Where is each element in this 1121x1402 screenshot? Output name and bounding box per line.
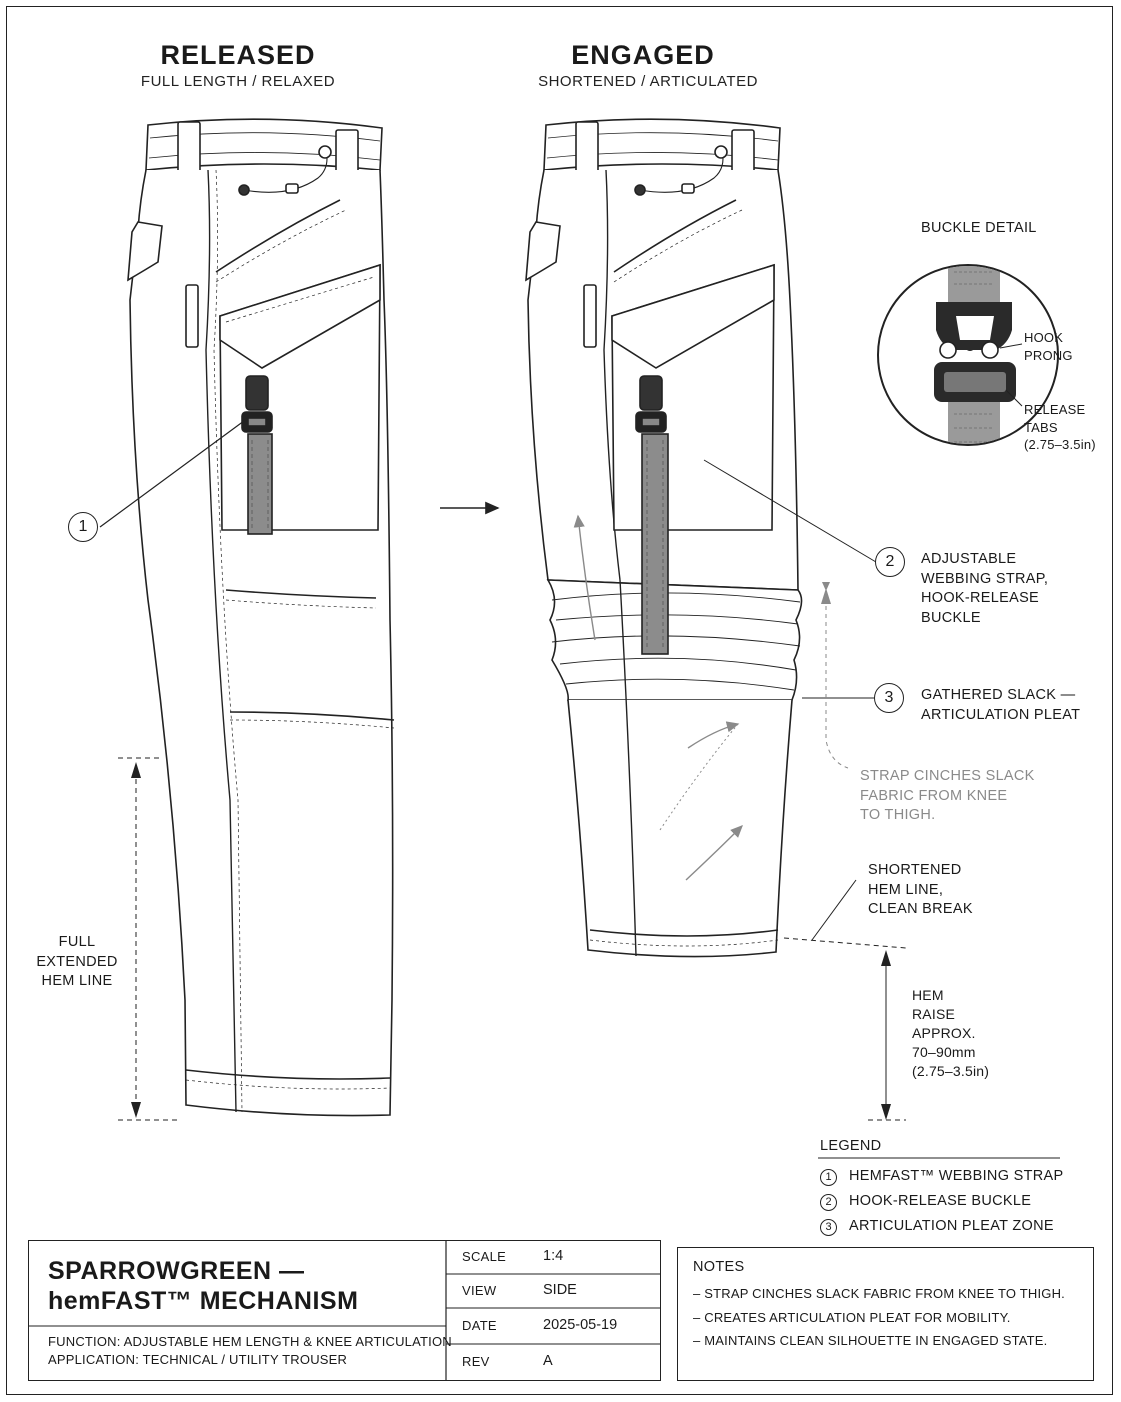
buckle-detail-circle [877, 264, 1059, 446]
released-subtitle: FULL LENGTH / RELAXED [140, 73, 336, 90]
rev-key: REV [462, 1354, 490, 1369]
note-3: – MAINTAINS CLEAN SILHOUETTE IN ENGAGED … [693, 1333, 1048, 1348]
legend-item-3-num: 3 [820, 1219, 837, 1236]
callout-3-label: GATHERED SLACK —ARTICULATION PLEAT [921, 687, 1081, 723]
title-line-2: hemFAST™ MECHANISM [48, 1287, 359, 1315]
drawing-frame [6, 6, 1113, 1395]
rev-value: A [543, 1353, 553, 1369]
cinch-motion-arrows [573, 514, 743, 881]
legend-item-2-num: 2 [820, 1194, 837, 1211]
scale-key: SCALE [462, 1249, 507, 1264]
engaged-title: ENGAGED [571, 40, 715, 70]
note-1: – STRAP CINCHES SLACK FABRIC FROM KNEE T… [693, 1286, 1065, 1301]
application-text: APPLICATION: TECHNICAL / UTILITY TROUSER [48, 1352, 348, 1367]
legend-title: LEGEND [820, 1138, 882, 1154]
engaged-subtitle: SHORTENED / ARTICULATED [538, 73, 758, 90]
legend-item-2-label: HOOK-RELEASE BUCKLE [849, 1193, 1032, 1209]
notes-title: NOTES [693, 1259, 745, 1275]
legend-item-1-label: HEMFAST™ WEBBING STRAP [849, 1168, 1064, 1184]
view-value: SIDE [543, 1282, 577, 1298]
legend-item-1-num: 1 [820, 1169, 837, 1186]
callout-2-marker: 2 [875, 547, 905, 577]
buckle-detail-title: BUCKLE DETAIL [921, 220, 1037, 236]
title-line-1: SPARROWGREEN — [48, 1257, 305, 1285]
note-2: – CREATES ARTICULATION PLEAT FOR MOBILIT… [693, 1310, 1011, 1325]
callout-1-marker: 1 [68, 512, 98, 542]
title-block [28, 1240, 661, 1381]
date-value: 2025-05-19 [543, 1317, 618, 1333]
released-trouser [127, 118, 395, 1117]
released-title: RELEASED [160, 40, 316, 70]
notes-box [677, 1247, 1094, 1381]
callout-3-marker: 3 [874, 683, 904, 713]
engaged-trouser [525, 118, 803, 958]
legend-item-3-label: ARTICULATION PLEAT ZONE [849, 1218, 1054, 1234]
scale-value: 1:4 [543, 1248, 564, 1264]
date-key: DATE [462, 1318, 497, 1333]
function-text: FUNCTION: ADJUSTABLE HEM LENGTH & KNEE A… [48, 1334, 452, 1349]
view-key: VIEW [462, 1283, 497, 1298]
